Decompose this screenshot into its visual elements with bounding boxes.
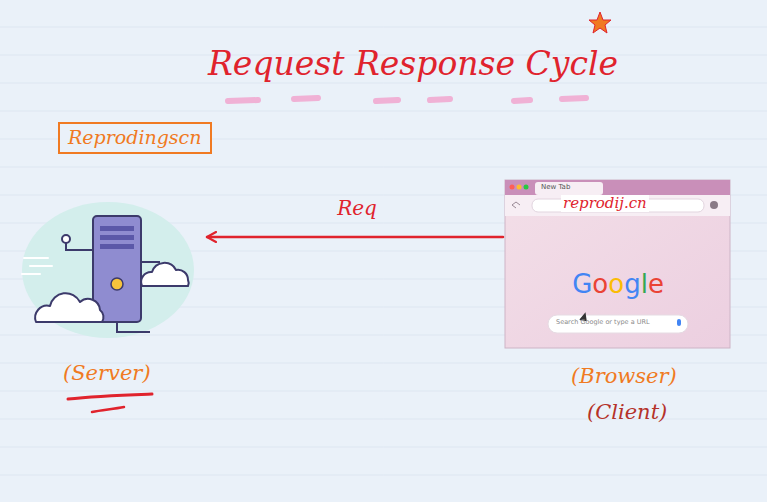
underline-stroke <box>68 394 152 399</box>
site-tag: Reprodingscn <box>58 122 212 154</box>
star-mark <box>589 12 611 33</box>
title-highlight <box>228 98 586 101</box>
search-placeholder: Search Google or type a URL <box>556 319 650 326</box>
cloud <box>35 293 103 322</box>
cloud <box>141 263 189 286</box>
logo-letter: G <box>572 269 592 299</box>
mic-icon <box>677 319 681 326</box>
wire-node <box>62 235 70 243</box>
wire <box>66 242 93 250</box>
speed-line <box>22 273 40 275</box>
logo-letter: g <box>624 269 641 299</box>
request-arrow <box>207 236 503 239</box>
search-box <box>548 315 688 333</box>
role-label: (Browser) <box>571 364 677 388</box>
browser-window <box>505 180 730 348</box>
server-illustration <box>22 202 194 338</box>
cloud-glow <box>22 202 194 338</box>
speed-line <box>24 257 48 259</box>
power-light <box>111 278 123 290</box>
typed-url: reprodij.cn <box>561 195 649 212</box>
highlight-dash <box>430 99 450 100</box>
speed-lines <box>22 258 52 274</box>
window-dot <box>524 185 529 190</box>
drive-slot <box>100 244 134 249</box>
role-label: (Server) <box>63 361 151 385</box>
title-bar <box>505 180 730 195</box>
logo-letter: l <box>641 269 648 299</box>
server-node: (Server) <box>20 195 205 335</box>
highlight-dash <box>294 98 318 99</box>
window-dot <box>510 185 515 190</box>
highlight-dash <box>376 100 398 101</box>
wire <box>117 322 150 332</box>
speed-line <box>30 265 52 267</box>
profile-icon <box>710 201 718 209</box>
edge-label: Req <box>337 197 377 219</box>
logo-letter: o <box>592 269 608 299</box>
toolbar <box>505 195 730 216</box>
drive-slot <box>100 235 134 240</box>
drive-slot <box>100 226 134 231</box>
highlight-dash <box>562 98 586 99</box>
highlight-dash <box>514 100 530 101</box>
google-logo: Google <box>572 270 664 299</box>
browser-screenshot <box>505 180 730 348</box>
window-dot <box>517 185 522 190</box>
underline-stroke <box>92 407 124 412</box>
browser-tab <box>535 182 603 195</box>
highlight-dash <box>228 100 258 101</box>
logo-letter: o <box>608 269 624 299</box>
wire <box>140 261 160 263</box>
diagram-title: Request Response Cycle <box>208 46 618 82</box>
role-label: (Client) <box>587 400 667 424</box>
nav-arrows <box>512 202 520 208</box>
tab-title: New Tab <box>541 184 570 192</box>
site-name: Reprodingscn <box>68 127 202 149</box>
logo-letter: e <box>648 269 664 299</box>
